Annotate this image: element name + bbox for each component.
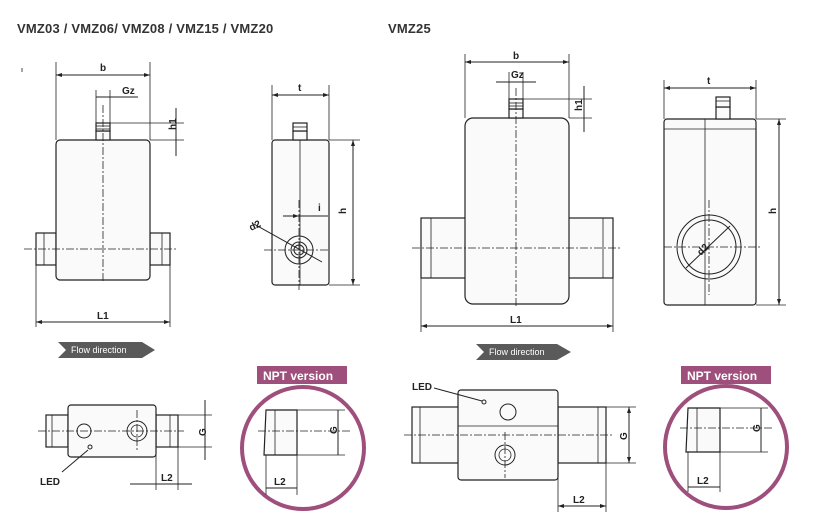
led-label-left: LED bbox=[40, 477, 60, 488]
flow-label-right: Flow direction bbox=[489, 347, 545, 357]
led-label-right: LED bbox=[412, 382, 432, 393]
dim-l2-left: L2 bbox=[161, 473, 173, 484]
top-view-vmz25 bbox=[404, 387, 636, 512]
npt-detail-left bbox=[240, 366, 366, 511]
npt-label-left: NPT version bbox=[263, 369, 333, 383]
side-view-vmz25 bbox=[663, 80, 786, 306]
flow-label-left: Flow direction bbox=[71, 345, 127, 355]
dim-h-left: h bbox=[338, 208, 349, 214]
dim-t-right: t bbox=[707, 76, 711, 87]
dim-g-right: G bbox=[619, 432, 630, 440]
dim-l1-left: L1 bbox=[97, 311, 109, 322]
dim-b-left: b bbox=[100, 63, 106, 74]
dim-gz-right: Gz bbox=[511, 70, 524, 81]
dim-g-npt-right: G bbox=[752, 424, 763, 432]
dim-l1-right: L1 bbox=[510, 315, 522, 326]
dim-i-left: i bbox=[318, 203, 321, 214]
dim-b-right: b bbox=[513, 51, 519, 62]
heading-small-models: VMZ03 / VMZ06/ VMZ08 / VMZ15 / VMZ20 bbox=[17, 21, 274, 36]
flow-arrow-right bbox=[476, 344, 571, 360]
dim-l2-right: L2 bbox=[573, 495, 585, 506]
dim-h1-right: h1 bbox=[574, 99, 585, 111]
dim-g-npt-left: G bbox=[329, 426, 340, 434]
dim-h-right: h bbox=[768, 208, 779, 214]
top-view-small bbox=[38, 400, 212, 490]
dim-gz-left: Gz bbox=[122, 86, 135, 97]
dim-l2-npt-right: L2 bbox=[697, 476, 709, 487]
flow-arrow-left bbox=[58, 342, 155, 358]
npt-label-right: NPT version bbox=[687, 369, 757, 383]
front-view-small bbox=[21, 62, 184, 327]
dim-h1-left: h1 bbox=[168, 118, 179, 130]
dim-l2-npt-left: L2 bbox=[274, 477, 286, 488]
dim-g-left: G bbox=[198, 428, 209, 436]
front-view-vmz25 bbox=[412, 54, 620, 332]
dim-t-left: t bbox=[298, 83, 302, 94]
npt-detail-right bbox=[663, 366, 789, 510]
side-view-small bbox=[253, 85, 360, 290]
heading-vmz25: VMZ25 bbox=[388, 21, 431, 36]
dim-d2-left: d2 bbox=[248, 219, 264, 234]
